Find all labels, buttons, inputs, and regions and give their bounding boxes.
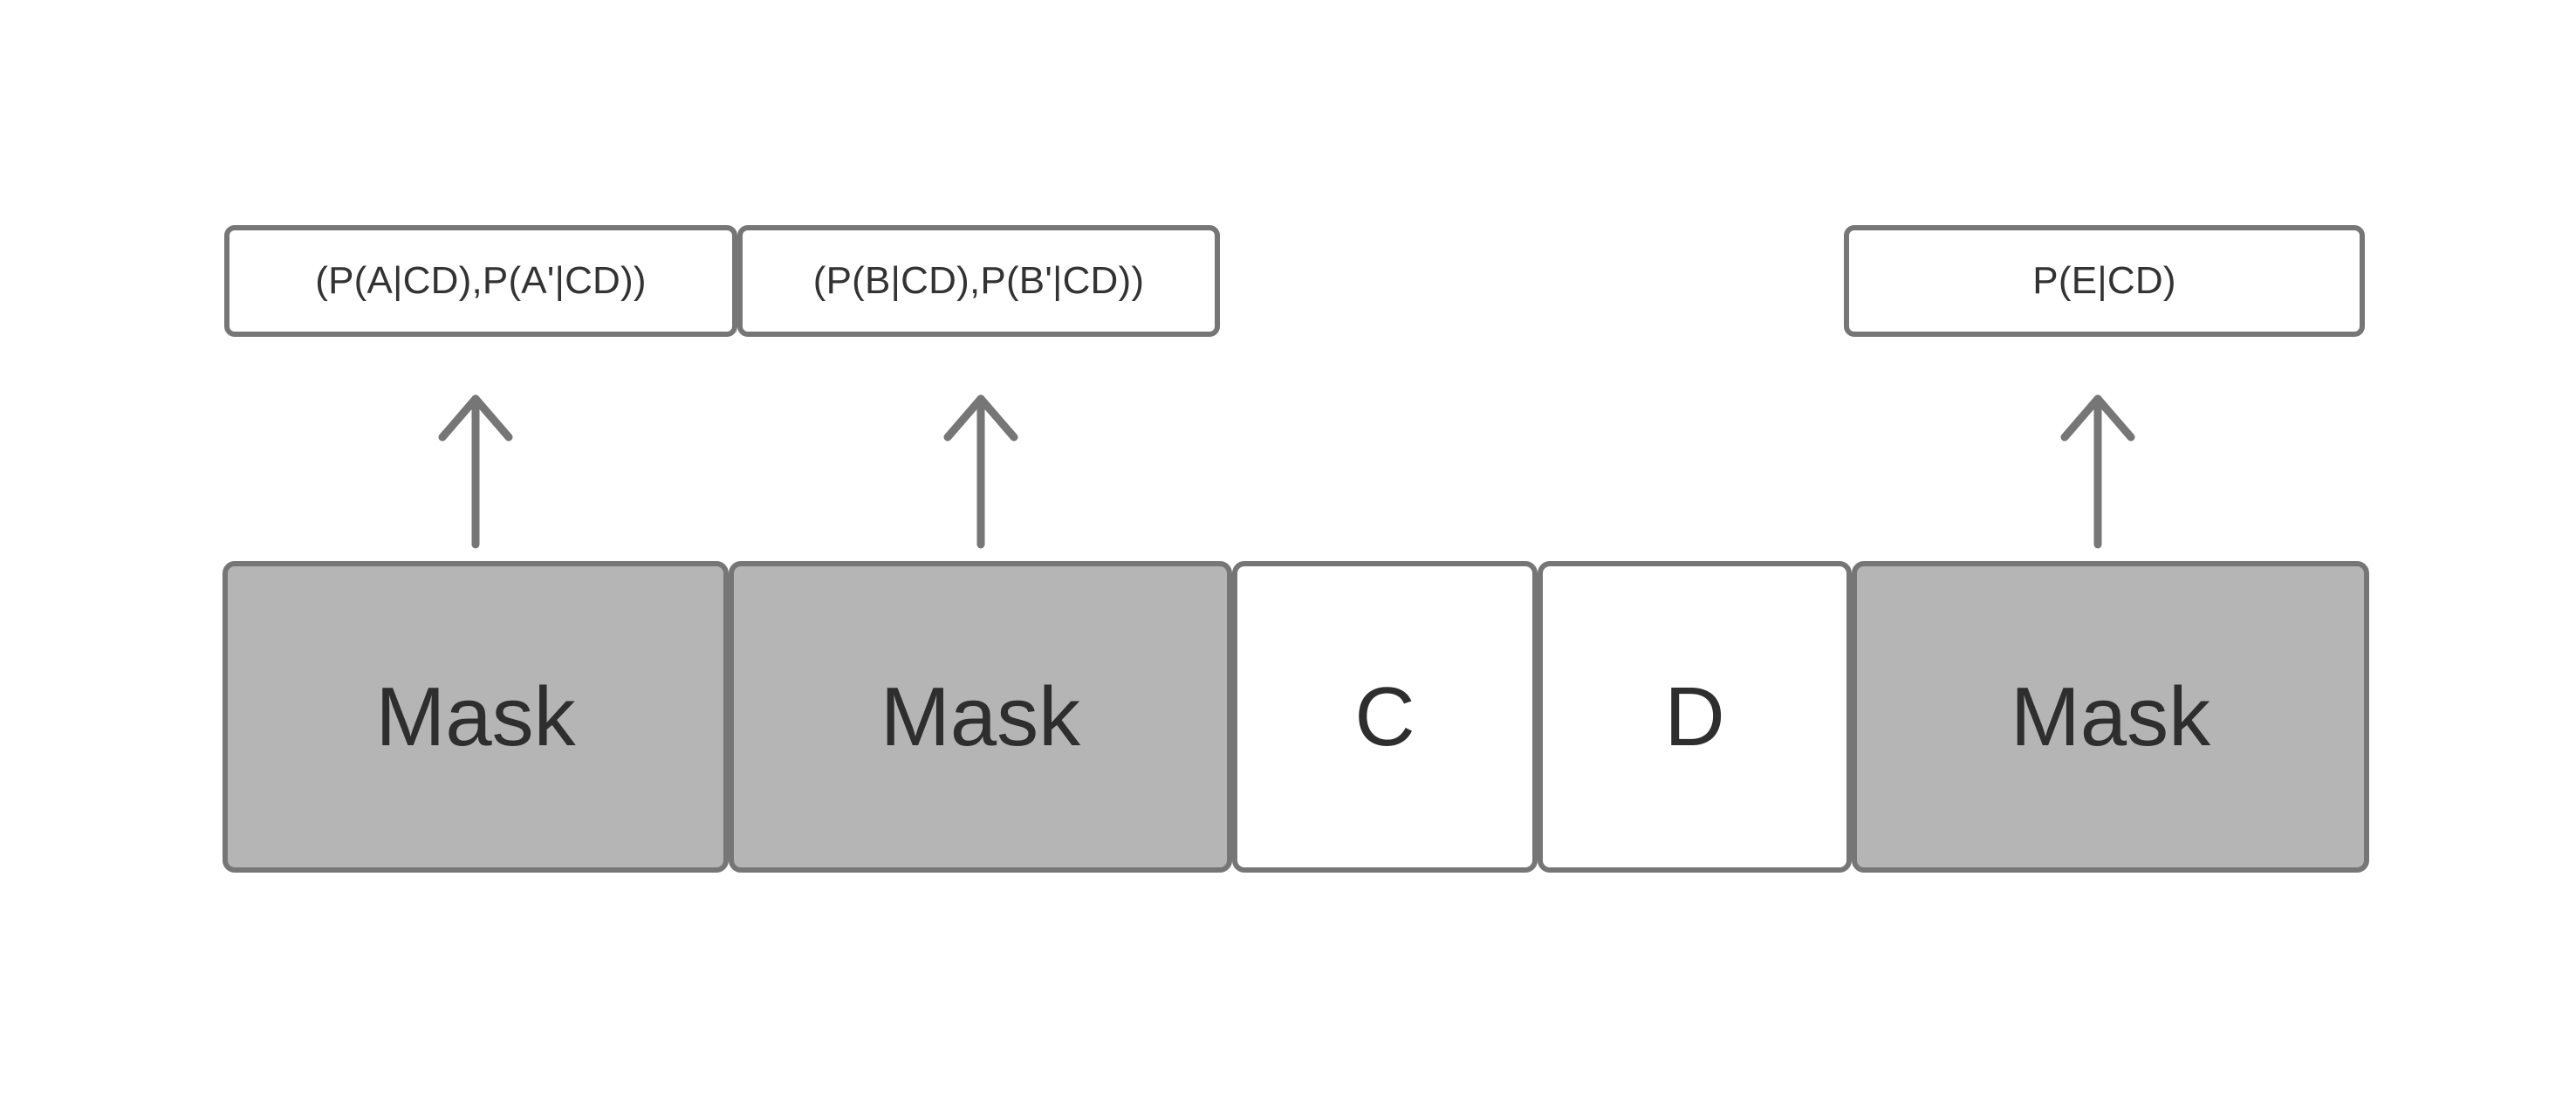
arrow-up-icon <box>423 388 528 550</box>
token-tile-d-label: D <box>1664 669 1725 764</box>
output-box-a: (P(A|CD),P(A'|CD)) <box>224 225 737 337</box>
output-box-b: (P(B|CD),P(B'|CD)) <box>737 225 1220 337</box>
token-tile-mask-3: Mask <box>1852 561 2369 873</box>
token-tile-d: D <box>1538 561 1852 873</box>
token-tile-c: C <box>1232 561 1538 873</box>
token-tile-mask-2: Mask <box>729 561 1232 873</box>
output-box-e-label: P(E|CD) <box>2032 259 2176 302</box>
output-box-b-label: (P(B|CD),P(B'|CD)) <box>812 259 1145 302</box>
token-tile-mask-2-label: Mask <box>880 669 1081 764</box>
token-tile-mask-1-label: Mask <box>375 669 576 764</box>
output-box-a-label: (P(A|CD),P(A'|CD)) <box>315 259 647 302</box>
token-tile-mask-3-label: Mask <box>2010 669 2211 764</box>
arrow-up-icon <box>928 388 1033 550</box>
token-tile-c-label: C <box>1354 669 1415 764</box>
token-tile-mask-1: Mask <box>223 561 729 873</box>
output-box-e: P(E|CD) <box>1844 225 2365 337</box>
arrow-up-icon <box>2045 388 2150 550</box>
